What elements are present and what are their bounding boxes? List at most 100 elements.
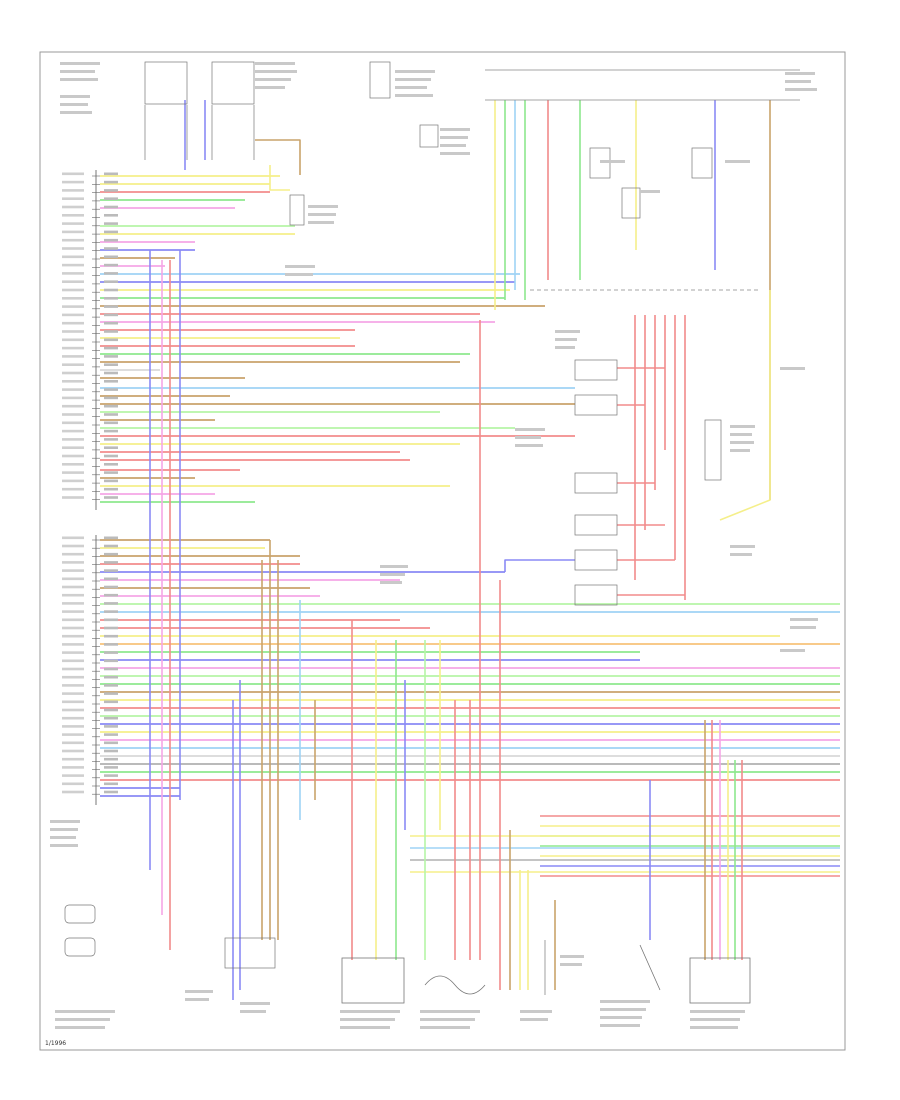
- wire: [504, 559, 575, 572]
- label-placeholder: [395, 94, 433, 97]
- label-placeholder: [780, 649, 805, 652]
- pin-label-placeholder: [104, 700, 118, 704]
- pin-label-placeholder: [104, 363, 118, 366]
- label-placeholder: [50, 820, 80, 823]
- pin-label-placeholder: [104, 766, 118, 769]
- pin-label-placeholder: [104, 684, 118, 687]
- label-placeholder: [555, 346, 575, 349]
- circuit-label-placeholder: [62, 396, 84, 400]
- pin-label-placeholder: [104, 741, 118, 745]
- label-placeholder: [395, 86, 427, 89]
- pin-label-placeholder: [104, 487, 118, 491]
- pin-label-placeholder: [104, 602, 118, 605]
- solenoid-box: [341, 957, 405, 1004]
- circuit-label-placeholder: [62, 733, 84, 736]
- pin-label-placeholder: [104, 404, 118, 408]
- circuit-label-placeholder: [62, 214, 84, 217]
- circuit-label-placeholder: [62, 782, 84, 786]
- pin-label-placeholder: [104, 471, 118, 474]
- pin-label-placeholder: [104, 593, 118, 597]
- pin-label-placeholder: [104, 272, 118, 275]
- circuit-label-placeholder: [62, 438, 84, 441]
- pin-label-placeholder: [104, 205, 118, 209]
- label-placeholder: [730, 425, 755, 428]
- pin-label-placeholder: [104, 782, 118, 786]
- circuit-label-placeholder: [62, 205, 84, 209]
- circuit-label-placeholder: [62, 577, 84, 581]
- meter-box: [689, 957, 751, 1004]
- circuit-label-placeholder: [62, 626, 84, 630]
- pin-label-placeholder: [104, 692, 118, 695]
- circuit-label-placeholder: [62, 716, 84, 720]
- circuit-label-placeholder: [62, 330, 84, 333]
- label-placeholder: [380, 573, 405, 576]
- label-placeholder: [255, 70, 297, 73]
- label-placeholder: [50, 844, 78, 847]
- circuit-label-placeholder: [62, 569, 84, 572]
- label-placeholder: [730, 449, 750, 452]
- ecm-pin-ticks: [92, 175, 100, 795]
- circuit-label-placeholder: [62, 684, 84, 687]
- circuit-label-placeholder: [62, 230, 84, 234]
- label-placeholder: [560, 963, 582, 966]
- label-placeholder: [440, 128, 470, 131]
- label-placeholder: [60, 103, 88, 106]
- pin-label-placeholder: [104, 438, 118, 441]
- label-placeholder: [515, 444, 543, 447]
- label-placeholder: [240, 1010, 266, 1013]
- label-placeholder: [785, 88, 817, 91]
- label-placeholder: [690, 1018, 740, 1021]
- pin-label-placeholder: [104, 263, 118, 267]
- label-placeholder: [185, 998, 209, 1001]
- circuit-label-placeholder: [62, 675, 84, 679]
- pin-label-placeholder: [104, 197, 118, 200]
- circuit-label-placeholder: [62, 651, 84, 654]
- sensor-box-1: [144, 61, 188, 105]
- pin-label-placeholder: [104, 255, 118, 259]
- circuit-label-placeholder: [62, 643, 84, 646]
- circuit-label-placeholder: [62, 180, 84, 184]
- circuit-label-placeholder: [62, 659, 84, 663]
- circuit-label-placeholder: [62, 255, 84, 259]
- label-placeholder: [340, 1026, 390, 1029]
- label-placeholder: [730, 441, 754, 444]
- label-placeholder: [395, 70, 435, 73]
- label-placeholder: [440, 136, 468, 139]
- pin-label-placeholder: [104, 659, 118, 663]
- label-placeholder: [285, 273, 313, 276]
- circuit-label-placeholder: [62, 313, 84, 317]
- footer-code: 1/1996: [45, 1040, 66, 1047]
- pin-label-placeholder: [104, 626, 118, 630]
- pin-label-placeholder: [104, 725, 118, 728]
- pin-label-placeholder: [104, 330, 118, 333]
- circuit-label-placeholder: [62, 297, 84, 300]
- label-placeholder: [420, 1010, 480, 1013]
- circuit-label-placeholder: [62, 667, 84, 671]
- wire: [255, 139, 301, 175]
- pin-label-placeholder: [104, 643, 118, 646]
- circuit-label-placeholder: [62, 749, 84, 753]
- circuit-label-placeholder: [62, 321, 84, 325]
- circuit-label-placeholder: [62, 487, 84, 491]
- pin-label-placeholder: [104, 380, 118, 383]
- label-placeholder: [730, 433, 752, 436]
- pin-label-placeholder: [104, 238, 118, 242]
- pin-label-placeholder: [104, 790, 118, 794]
- circuit-label-placeholder: [62, 725, 84, 728]
- label-placeholder: [560, 955, 584, 958]
- pin-label-placeholder: [104, 675, 118, 679]
- circuit-label-placeholder: [62, 305, 84, 308]
- pin-label-placeholder: [104, 288, 118, 292]
- label-placeholder: [60, 62, 100, 65]
- pin-label-placeholder: [104, 280, 118, 283]
- label-placeholder: [515, 428, 545, 431]
- label-placeholder: [730, 553, 752, 556]
- label-placeholder: [730, 545, 755, 548]
- label-placeholder: [440, 144, 466, 147]
- circuit-label-placeholder: [62, 454, 84, 458]
- label-placeholder: [790, 626, 816, 629]
- circuit-label-placeholder: [62, 238, 84, 242]
- label-placeholder: [690, 1010, 745, 1013]
- circuit-label-placeholder: [62, 404, 84, 408]
